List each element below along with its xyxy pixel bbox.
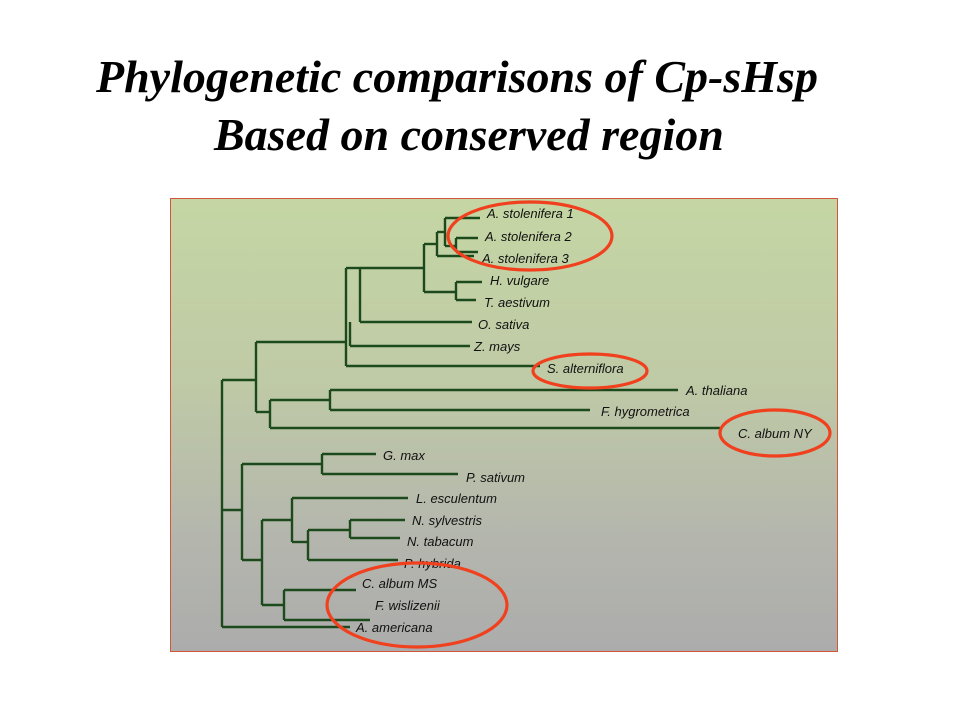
leaf-label-s-alterniflora: S. alterniflora bbox=[547, 361, 624, 376]
leaf-label-l-esculentum: L. esculentum bbox=[416, 491, 497, 506]
leaf-label-n-tabacum: N. tabacum bbox=[407, 534, 474, 549]
leaf-label-a-stolenifera-1: A. stolenifera 1 bbox=[486, 206, 574, 221]
highlight-s-alterniflora bbox=[531, 352, 649, 390]
phylogenetic-tree-panel bbox=[170, 198, 838, 652]
leaf-label-t-aestivum: T. aestivum bbox=[484, 295, 550, 310]
leaf-label-n-sylvestris: N. sylvestris bbox=[412, 513, 483, 528]
leaf-label-c-album-ms: C. album MS bbox=[362, 576, 437, 591]
leaf-label-f-wislizenii: F. wislizenii bbox=[375, 598, 441, 613]
leaf-label-z-mays: Z. mays bbox=[473, 339, 521, 354]
leaf-label-a-americana: A. americana bbox=[355, 620, 433, 635]
leaf-label-f-hygrometrica: F. hygrometrica bbox=[601, 404, 690, 419]
leaf-labels: A. stolenifera 1 A. stolenifera 2 A. sto… bbox=[355, 206, 813, 635]
title-line-2: Based on conserved region bbox=[214, 109, 724, 160]
leaf-label-g-max: G. max bbox=[383, 448, 425, 463]
leaf-label-a-stolenifera-3: A. stolenifera 3 bbox=[481, 251, 569, 266]
leaf-label-o-sativa: O. sativa bbox=[478, 317, 529, 332]
highlight-c-album-ny bbox=[718, 408, 832, 458]
tree-branches bbox=[220, 216, 720, 629]
highlight-a-stolenifera-group bbox=[446, 200, 614, 272]
highlight-c-album-ms-group bbox=[325, 561, 509, 649]
leaf-label-a-stolenifera-2: A. stolenifera 2 bbox=[484, 229, 572, 244]
leaf-label-h-vulgare: H. vulgare bbox=[490, 273, 549, 288]
title-line-1: Phylogenetic comparisons of Cp-sHsp bbox=[96, 51, 818, 102]
leaf-label-c-album-ny: C. album NY bbox=[738, 426, 813, 441]
highlight-ellipses bbox=[325, 200, 832, 649]
leaf-label-p-sativum: P. sativum bbox=[466, 470, 525, 485]
leaf-label-a-thaliana: A. thaliana bbox=[685, 383, 747, 398]
